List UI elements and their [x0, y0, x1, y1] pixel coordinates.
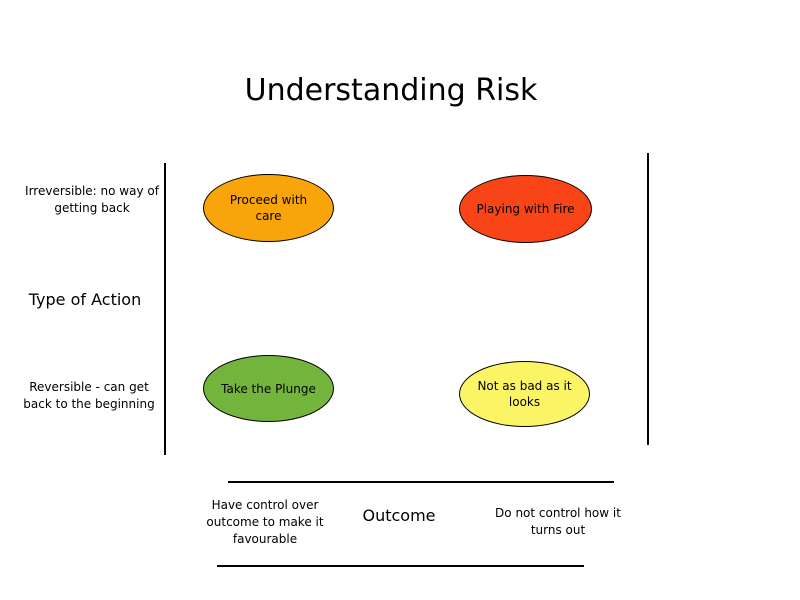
outcome-label: Outcome — [362, 506, 436, 525]
type-of-action-label: Type of Action — [28, 290, 142, 309]
take-the-plunge-quadrant: Take the Plunge — [203, 355, 334, 422]
do-not-control-label: Do not control how it turns out — [495, 506, 621, 537]
playing-with-fire-label: Playing with Fire — [476, 202, 575, 216]
proceed-with-care-quadrant: Proceed with care — [203, 174, 334, 242]
not-as-bad-label: Not as bad as it looks — [477, 379, 572, 409]
page-title: Understanding Risk — [244, 73, 538, 108]
reversible-label: Reversible - can get back to the beginni… — [23, 380, 155, 411]
not-as-bad-quadrant: Not as bad as it looks — [459, 361, 590, 427]
have-control-label: Have control over outcome to make it fav… — [206, 498, 324, 546]
playing-with-fire-quadrant: Playing with Fire — [459, 175, 592, 243]
left-vertical-rule — [164, 163, 166, 455]
top-horizontal-rule — [228, 481, 614, 483]
proceed-with-care-label: Proceed with care — [229, 193, 308, 223]
right-vertical-rule — [647, 153, 649, 445]
take-the-plunge-label: Take the Plunge — [221, 381, 316, 396]
bottom-horizontal-rule — [217, 565, 584, 567]
irreversible-label: Irreversible: no way of getting back — [25, 184, 159, 215]
